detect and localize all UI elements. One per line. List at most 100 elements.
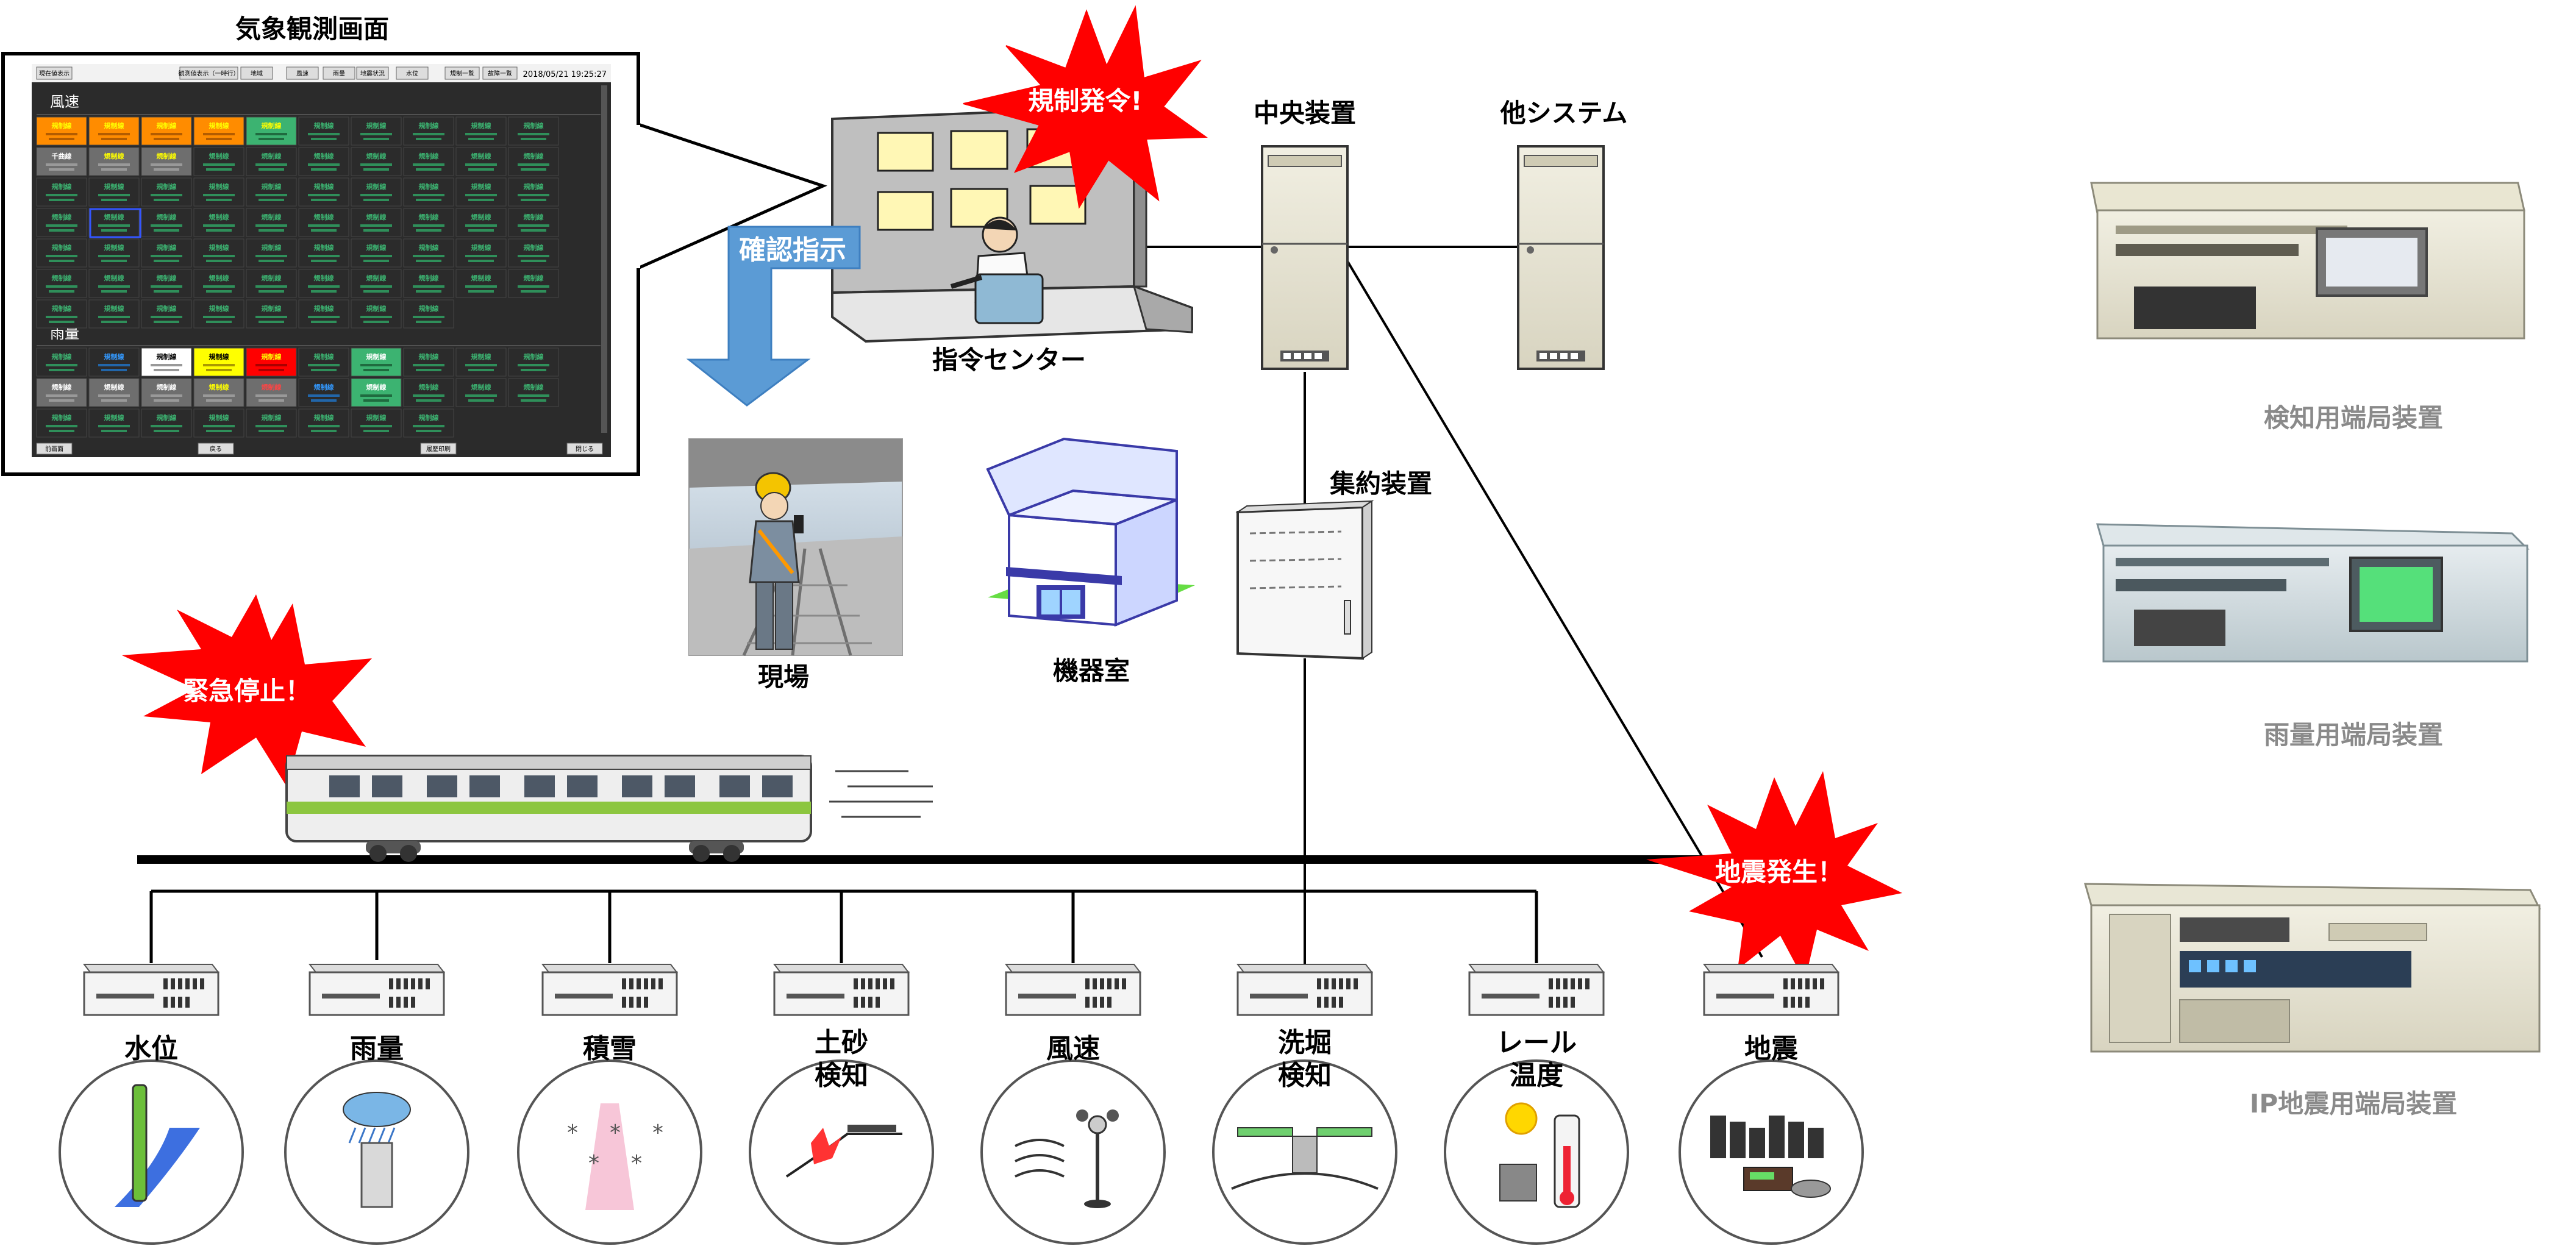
weather-cell[interactable]: 規制線 [298,208,349,237]
weather-cell[interactable]: 規制線 [36,408,87,438]
weather-cell[interactable]: 規制線 [455,347,507,377]
weather-cell[interactable]: 規制線 [508,378,559,407]
toolbar-button[interactable] [240,66,273,80]
weather-cell[interactable]: 規制線 [88,238,140,268]
weather-cell[interactable]: 規制線 [351,408,402,438]
toolbar-right-button[interactable] [482,66,518,80]
toolbar-current-button[interactable] [36,66,73,80]
weather-cell[interactable]: 規制線 [36,177,87,207]
weather-cell[interactable]: 規制線 [88,147,140,176]
weather-cell[interactable]: 規制線 [36,116,87,146]
weather-cell[interactable]: 規制線 [403,299,454,329]
weather-cell[interactable]: 規制線 [193,378,244,407]
weather-cell[interactable]: 規制線 [351,299,402,329]
weather-screen-bottom-button[interactable] [198,443,234,455]
weather-cell[interactable]: 規制線 [88,269,140,298]
weather-cell[interactable]: 規制線 [246,116,297,146]
weather-cell[interactable]: 規制線 [246,208,297,237]
weather-cell[interactable]: 規制線 [141,299,192,329]
weather-cell[interactable]: 規制線 [508,347,559,377]
weather-cell[interactable]: 規制線 [246,408,297,438]
weather-cell[interactable]: 規制線 [36,208,87,237]
weather-cell[interactable]: 規制線 [455,269,507,298]
weather-cell[interactable]: 規制線 [141,147,192,176]
weather-cell[interactable]: 規制線 [455,208,507,237]
weather-cell[interactable]: 規制線 [455,238,507,268]
weather-cell[interactable]: 規制線 [36,347,87,377]
weather-cell[interactable]: 規制線 [298,177,349,207]
weather-cell[interactable]: 規制線 [508,238,559,268]
weather-cell[interactable]: 規制線 [36,238,87,268]
weather-cell[interactable]: 規制線 [298,238,349,268]
weather-cell[interactable]: 規制線 [88,116,140,146]
weather-screen-bottom-button[interactable] [420,443,457,455]
weather-cell[interactable]: 規制線 [403,116,454,146]
weather-cell[interactable]: 規制線 [298,269,349,298]
weather-cell[interactable]: 規制線 [193,408,244,438]
toolbar-button[interactable] [356,66,389,80]
weather-cell[interactable]: 規制線 [88,378,140,407]
weather-cell[interactable]: 規制線 [298,347,349,377]
weather-cell[interactable]: 規制線 [403,378,454,407]
weather-cell[interactable]: 規制線 [508,269,559,298]
toolbar-right-button[interactable] [444,66,480,80]
weather-cell[interactable]: 規制線 [193,347,244,377]
weather-cell[interactable]: 規制線 [193,299,244,329]
weather-cell[interactable]: 規制線 [403,238,454,268]
weather-cell[interactable]: 規制線 [193,208,244,237]
weather-cell[interactable]: 規制線 [508,147,559,176]
weather-cell[interactable]: 規制線 [88,208,140,237]
toolbar-button[interactable] [179,66,238,80]
weather-cell[interactable]: 規制線 [246,299,297,329]
weather-cell[interactable]: 規制線 [351,378,402,407]
weather-cell[interactable]: 規制線 [508,177,559,207]
weather-cell[interactable]: 規制線 [246,238,297,268]
weather-cell[interactable]: 規制線 [455,116,507,146]
weather-cell[interactable]: 規制線 [455,177,507,207]
weather-cell[interactable]: 規制線 [88,408,140,438]
weather-cell[interactable]: 規制線 [403,408,454,438]
weather-cell[interactable]: 規制線 [508,208,559,237]
weather-cell[interactable]: 規制線 [351,269,402,298]
weather-cell[interactable]: 規制線 [36,378,87,407]
weather-cell[interactable]: 規制線 [193,147,244,176]
weather-cell[interactable]: 規制線 [298,116,349,146]
weather-cell[interactable]: 規制線 [351,116,402,146]
weather-screen-bottom-button[interactable] [36,443,73,455]
weather-cell[interactable]: 規制線 [246,147,297,176]
weather-cell[interactable]: 規制線 [298,299,349,329]
toolbar-button[interactable] [396,66,429,80]
weather-cell[interactable]: 規制線 [403,208,454,237]
weather-cell[interactable]: 規制線 [141,208,192,237]
weather-cell[interactable]: 規制線 [403,177,454,207]
weather-cell[interactable]: 規制線 [141,269,192,298]
weather-cell[interactable]: 規制線 [351,238,402,268]
weather-cell[interactable]: 規制線 [36,269,87,298]
weather-cell[interactable]: 規制線 [193,116,244,146]
weather-cell[interactable]: 規制線 [455,147,507,176]
weather-cell[interactable]: 規制線 [298,408,349,438]
weather-cell[interactable]: 規制線 [351,147,402,176]
weather-cell[interactable]: 規制線 [246,269,297,298]
weather-cell[interactable]: 規制線 [141,378,192,407]
weather-cell[interactable]: 規制線 [246,378,297,407]
weather-cell[interactable]: 規制線 [351,347,402,377]
weather-cell[interactable]: 規制線 [246,177,297,207]
weather-cell[interactable]: 規制線 [141,116,192,146]
weather-cell[interactable]: 規制線 [88,347,140,377]
weather-cell[interactable]: 規制線 [193,269,244,298]
weather-cell[interactable]: 規制線 [88,177,140,207]
weather-cell[interactable]: 規制線 [351,208,402,237]
weather-cell[interactable]: 規制線 [403,147,454,176]
weather-screen-bottom-button[interactable] [566,443,603,455]
weather-cell[interactable]: 規制線 [403,347,454,377]
weather-cell[interactable]: 規制線 [141,177,192,207]
weather-cell[interactable]: 規制線 [455,378,507,407]
toolbar-button[interactable] [286,66,319,80]
weather-cell[interactable]: 千曲線 [36,147,87,176]
weather-cell[interactable]: 規制線 [193,177,244,207]
weather-cell[interactable]: 規制線 [403,269,454,298]
weather-cell[interactable]: 規制線 [193,238,244,268]
toolbar-button[interactable] [323,66,355,80]
weather-cell[interactable]: 規制線 [88,299,140,329]
